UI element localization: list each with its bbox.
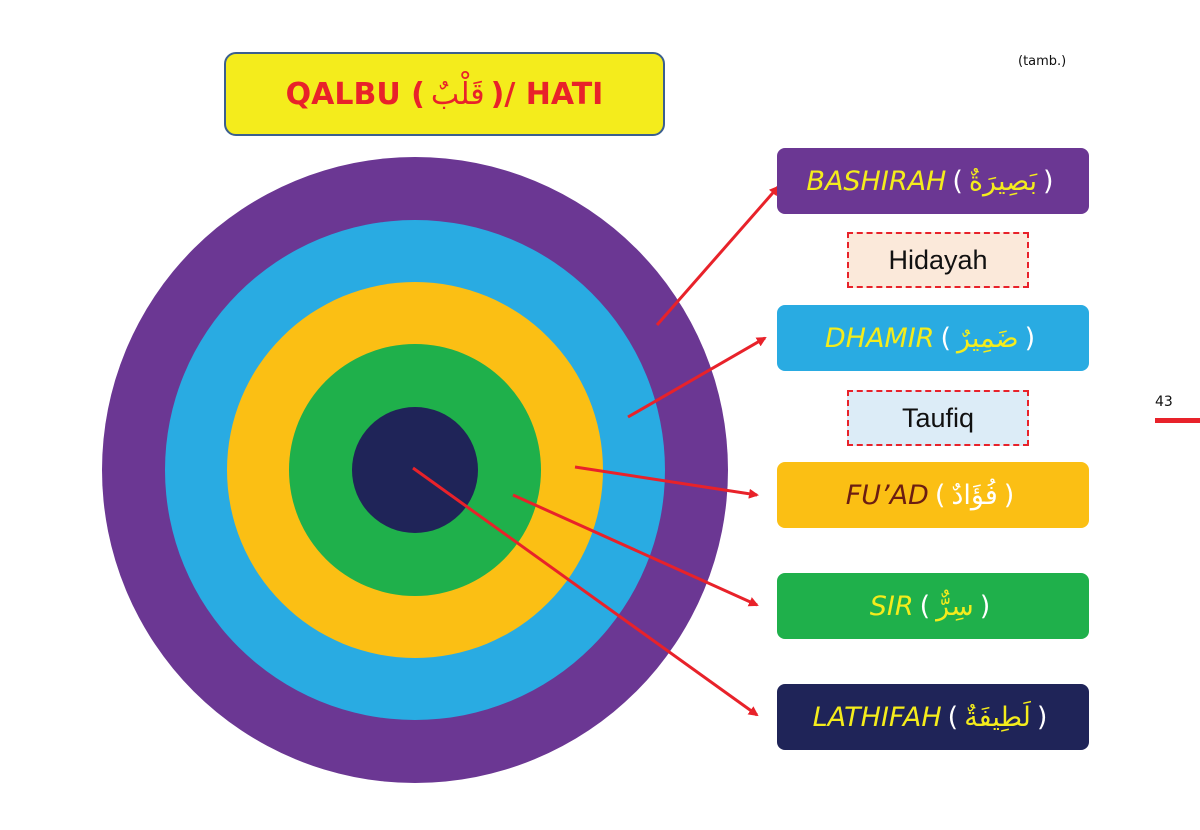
arrow-sir [512,493,759,607]
page-number: 43 [1155,394,1173,410]
note: (tamb.) [1018,54,1067,69]
label-sir: SIR(سِرٌّ) [777,573,1089,639]
label-arabic: فُؤَادٌ [951,479,998,511]
arrow-lathifah [412,466,759,717]
label-latin: DHAMIR [824,322,935,354]
title-arabic: قَلْبٌ [430,76,485,112]
label-bashirah: BASHIRAH(بَصِيرَةٌ) [777,148,1089,214]
virtue-taufiq: Taufiq [847,390,1029,446]
virtue-hidayah: Hidayah [847,232,1029,288]
label-lathifah: LATHIFAH(لَطِيفَةٌ) [777,684,1089,750]
title-latin-suffix: )/ HATI [490,76,604,112]
arrow-bashirah [655,185,780,326]
label-latin: BASHIRAH [806,165,947,197]
arrow-fuad [574,465,759,499]
label-latin: FU’AD [845,479,929,511]
label-dhamir: DHAMIR(ضَمِيرٌ) [777,305,1089,371]
page-title: QALBU ( قَلْبٌ )/ HATI [224,52,665,136]
arrow-dhamir [627,336,767,419]
label-latin: LATHIFAH [812,701,942,733]
label-arabic: بَصِيرَةٌ [968,165,1038,197]
label-arabic: لَطِيفَةٌ [964,701,1031,733]
page-marker-bar [1155,418,1200,423]
label-fuad: FU’AD(فُؤَادٌ) [777,462,1089,528]
label-arabic: سِرٌّ [936,590,974,622]
label-latin: SIR [869,590,914,622]
label-arabic: ضَمِيرٌ [957,322,1019,354]
title-latin-prefix: QALBU ( [285,76,425,112]
